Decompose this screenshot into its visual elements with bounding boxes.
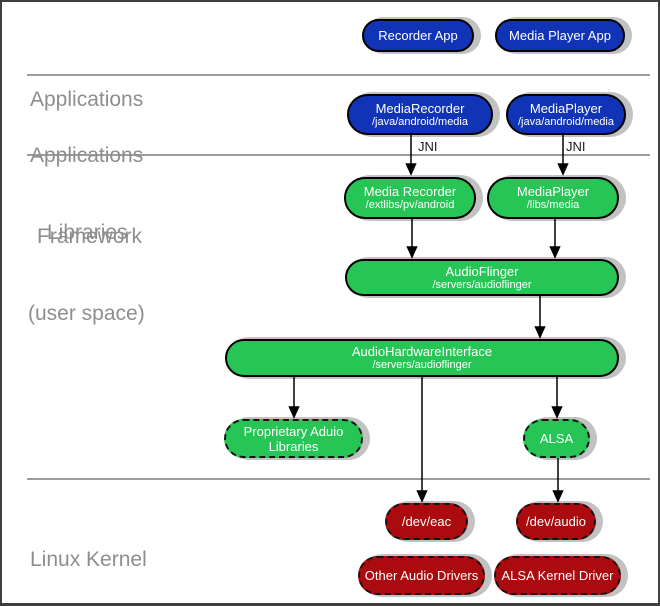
node-other-audio-drivers: Other Audio Drivers [358, 556, 485, 595]
node-media-recorder-library: Media Recorder /extlibs/pv/android [344, 177, 476, 219]
divider-applications [27, 74, 650, 76]
node-label: MediaPlayer [529, 100, 603, 116]
node-path: /java/android/media [517, 115, 614, 128]
node-mediaplayer-framework: MediaPlayer /java/android/media [506, 94, 626, 135]
node-alsa: ALSA [523, 419, 590, 458]
layer-label-text: Applications [30, 144, 144, 167]
layer-label-text: (user space) [28, 302, 145, 325]
layer-label-linux-kernel: Linux Kernel [30, 492, 147, 603]
node-path: /libs/media [526, 199, 580, 211]
arrowhead [406, 246, 418, 259]
node-label: /dev/eac [401, 514, 452, 529]
node-label: AudioHardwareInterface [351, 344, 493, 359]
layer-label-text: Libraries [47, 221, 128, 244]
node-dev-eac: /dev/eac [385, 503, 468, 540]
node-media-player-app: Media Player App [495, 19, 625, 52]
node-path: /servers/audioflinger [432, 278, 532, 291]
node-label: Proprietary Aduio [243, 423, 344, 439]
node-dev-audio: /dev/audio [516, 503, 596, 540]
node-label: /dev/audio [526, 514, 586, 529]
node-audiohardwareinterface: AudioHardwareInterface /servers/audiofli… [225, 339, 619, 377]
node-path: /servers/audioflinger [372, 359, 472, 371]
arrowhead [551, 406, 563, 419]
node-label: Media Player App [509, 28, 611, 43]
arrowhead [557, 163, 569, 176]
layer-label-applications: Applications [30, 32, 143, 167]
node-audioflinger: AudioFlinger /servers/audioflinger [345, 259, 619, 296]
node-recorder-app: Recorder App [362, 19, 474, 52]
layer-label-applications-framework: Applications Framework [30, 88, 143, 304]
node-path: /java/android/media [371, 115, 468, 128]
node-proprietary-audio-libraries: Proprietary Aduio Libraries [224, 419, 363, 458]
node-alsa-kernel-driver: ALSA Kernel Driver [494, 556, 621, 595]
node-label-line2: Libraries [268, 438, 319, 454]
node-mediaplayer-library: MediaPlayer /libs/media [487, 177, 619, 219]
node-path: /extlibs/pv/android [365, 199, 455, 211]
divider-kernel [27, 478, 650, 480]
node-label: AudioFlinger [445, 263, 519, 279]
node-label: Other Audio Drivers [364, 568, 479, 583]
arrowhead [405, 163, 417, 176]
node-label: Recorder App [378, 28, 458, 43]
arrowhead [549, 246, 561, 259]
node-label: ALSA Kernel Driver [501, 568, 614, 583]
node-label: ALSA [539, 431, 574, 446]
layer-label-text: Applications [30, 88, 144, 111]
node-label: Media Recorder [363, 184, 457, 199]
node-label: MediaRecorder [375, 100, 465, 116]
node-label: MediaPlayer [516, 184, 590, 199]
arrowhead [552, 490, 564, 503]
arrowhead [416, 490, 428, 503]
layer-label-text: Framework [37, 225, 143, 248]
jni-label-right: JNI [566, 139, 586, 154]
node-mediarecorder-framework: MediaRecorder /java/android/media [347, 94, 493, 135]
arrowhead [534, 326, 546, 339]
arrowhead [288, 406, 300, 419]
layer-label-text: Linux Kernel [30, 548, 147, 571]
layer-label-libraries: Libraries (user space) [28, 165, 145, 381]
divider-framework [27, 154, 650, 156]
jni-label-left: JNI [418, 139, 438, 154]
